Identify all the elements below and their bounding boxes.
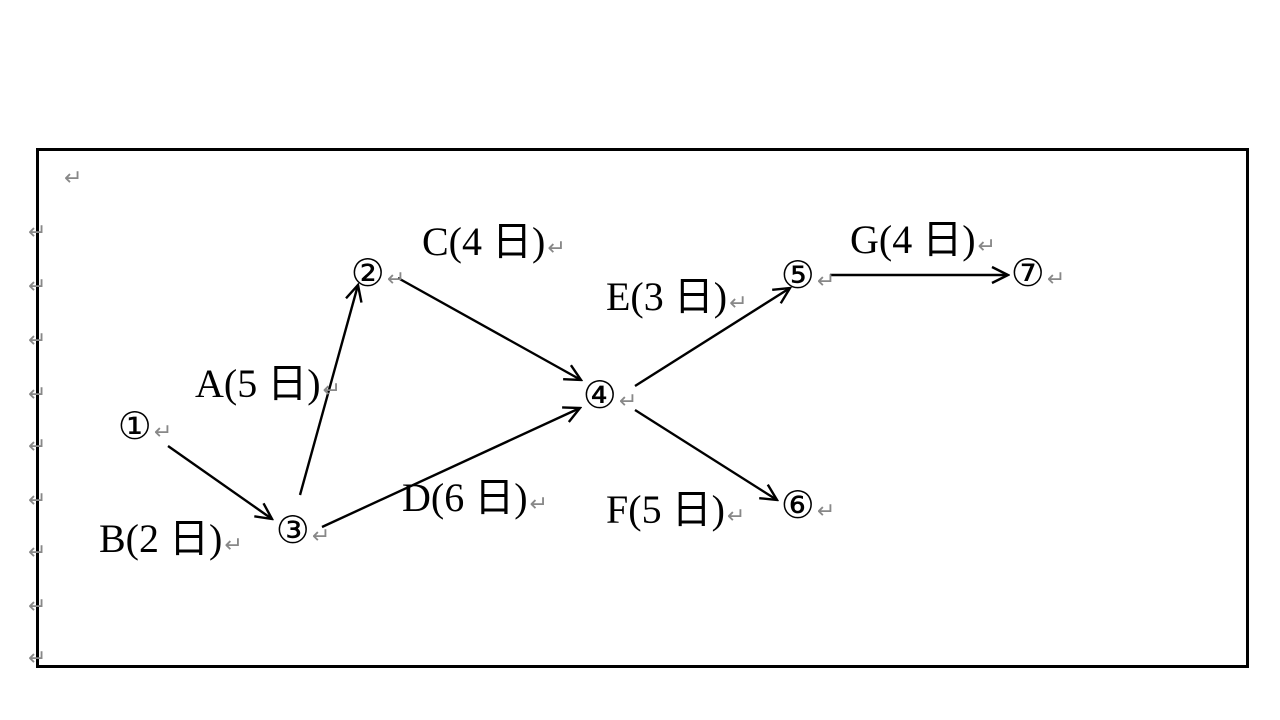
node-1: ①↵ — [118, 407, 173, 445]
activity-label-d: D(6 日)↵ — [402, 478, 548, 518]
return-mark: ↵ — [64, 166, 83, 191]
return-mark: ↵ — [618, 389, 638, 414]
activity-e-text: E(3 日) — [606, 274, 728, 319]
activity-label-e: E(3 日)↵ — [606, 277, 748, 317]
return-mark: ↵ — [729, 291, 748, 316]
activity-label-a: A(5 日)↵ — [195, 364, 341, 404]
arrow-3-4 — [321, 408, 580, 529]
activity-b-text: B(2 日) — [99, 516, 223, 561]
return-mark: ↵ — [28, 488, 47, 513]
arrow-2-4 — [397, 276, 581, 380]
return-mark: ↵ — [311, 524, 331, 549]
return-mark: ↵ — [28, 540, 47, 565]
node-7: ⑦↵ — [1011, 254, 1066, 292]
activity-label-g: G(4 日)↵ — [850, 220, 996, 260]
return-mark: ↵ — [816, 499, 836, 524]
node-5: ⑤↵ — [781, 256, 836, 294]
activity-label-b: B(2 日)↵ — [99, 519, 243, 559]
return-mark: ↵ — [726, 504, 746, 529]
node-1-symbol: ① — [117, 404, 152, 448]
return-mark: ↵ — [28, 274, 47, 299]
return-mark: ↵ — [28, 646, 47, 671]
node-6: ⑥↵ — [781, 486, 836, 524]
node-5-symbol: ⑤ — [780, 253, 815, 297]
return-mark: ↵ — [28, 220, 47, 245]
activity-d-text: D(6 日) — [402, 475, 528, 520]
return-mark: ↵ — [529, 492, 548, 517]
node-7-symbol: ⑦ — [1010, 251, 1045, 295]
arrow-1-3 — [167, 445, 272, 519]
return-mark: ↵ — [322, 378, 341, 403]
node-4: ④↵ — [583, 376, 638, 414]
node-4-symbol: ④ — [582, 373, 617, 417]
activity-f-text: F(5 日) — [606, 487, 725, 532]
return-mark: ↵ — [28, 434, 47, 459]
activity-label-f: F(5 日)↵ — [606, 490, 745, 530]
return-mark: ↵ — [816, 269, 836, 294]
arrow-3-2 — [298, 285, 358, 496]
return-mark: ↵ — [28, 382, 47, 407]
return-mark: ↵ — [28, 594, 47, 619]
node-2-symbol: ② — [350, 251, 385, 295]
return-mark: ↵ — [977, 234, 996, 259]
arrow-4-6 — [634, 408, 777, 500]
return-mark: ↵ — [547, 236, 566, 261]
return-mark: ↵ — [386, 267, 406, 292]
return-mark: ↵ — [153, 420, 173, 445]
return-mark: ↵ — [224, 533, 243, 558]
node-3: ③↵ — [276, 511, 331, 549]
activity-a-text: A(5 日) — [195, 361, 321, 406]
activity-g-text: G(4 日) — [850, 217, 976, 262]
return-mark: ↵ — [1046, 267, 1066, 292]
activity-c-text: C(4 日) — [422, 219, 546, 264]
arrow-4-5 — [634, 288, 790, 388]
node-2: ②↵ — [351, 254, 406, 292]
return-mark: ↵ — [28, 328, 47, 353]
activity-label-c: C(4 日)↵ — [422, 222, 566, 262]
node-3-symbol: ③ — [275, 508, 310, 552]
diagram-frame — [36, 148, 1249, 668]
node-6-symbol: ⑥ — [780, 483, 815, 527]
